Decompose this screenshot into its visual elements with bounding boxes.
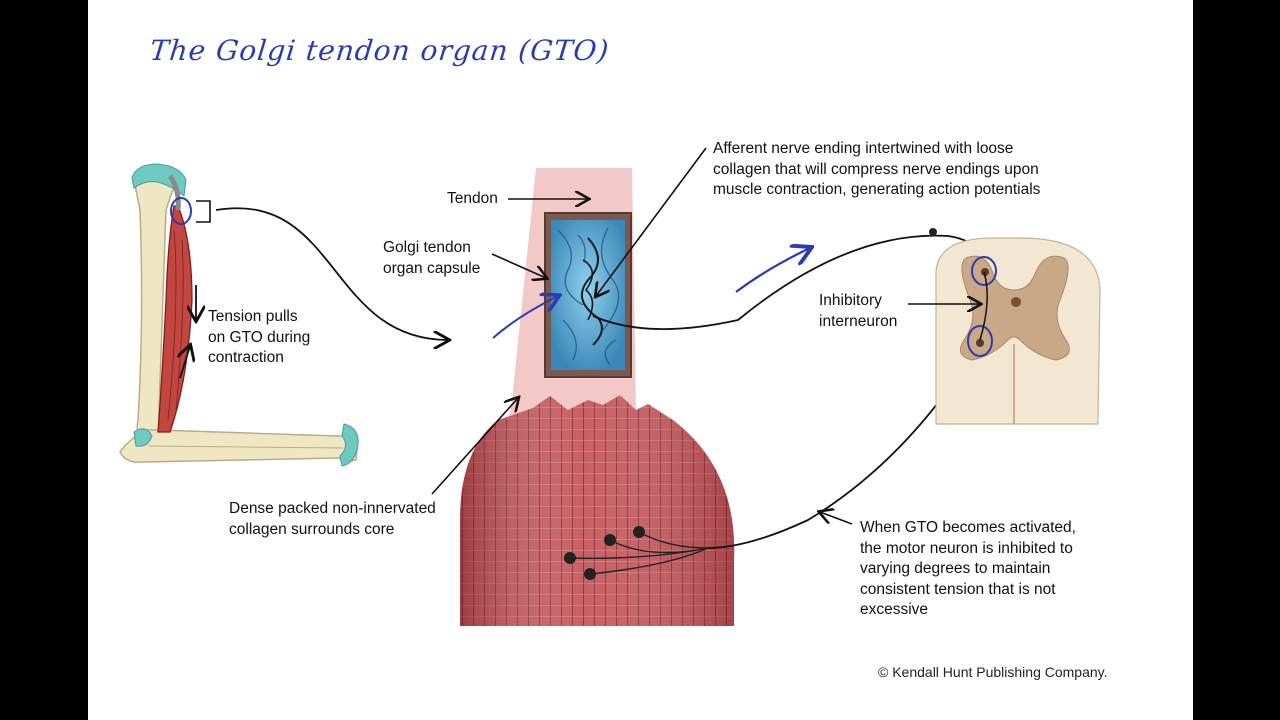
elbow-cartilage <box>133 428 153 447</box>
capsule-label-arrow <box>491 253 546 278</box>
activated-label: When GTO becomes activated, the motor ne… <box>860 519 1076 618</box>
tendon-label: Tendon <box>447 190 498 207</box>
wrist-cartilage <box>339 423 359 467</box>
activated-label-arrow <box>820 512 853 525</box>
central-canal <box>1011 297 1021 307</box>
afferent-nerve-ending <box>580 237 603 346</box>
interneuron-label: Inhibitory interneuron <box>819 292 898 330</box>
afferent-label: Afferent nerve ending intertwined with l… <box>713 140 1041 198</box>
shoulder-cartilage <box>131 163 187 197</box>
copyright-credit: © Kendall Hunt Publishing Company. <box>878 664 1108 680</box>
slide-canvas: The Golgi tendon organ (GTO) <box>88 0 1193 720</box>
signal-arrow-afferent <box>735 248 810 293</box>
spinal-cord-illustration <box>935 237 1101 425</box>
gto-capsule-core <box>551 220 625 370</box>
capsule-label: Golgi tendon organ capsule <box>383 239 481 277</box>
dense-collagen-label-arrow <box>431 398 518 495</box>
muscle-tendon-illustration <box>460 168 735 626</box>
afferent-label-arrow <box>596 147 707 296</box>
gto-illustration <box>119 147 1101 626</box>
spinal-gray-matter <box>959 255 1070 361</box>
arm-bracket <box>196 200 211 223</box>
dense-collagen-label: Dense packed non-innervated collagen sur… <box>229 500 436 538</box>
motor-neuron-circle-ventral <box>967 325 993 357</box>
signal-arrow-capsule <box>492 296 558 339</box>
arm-to-tendon-connector <box>215 207 448 340</box>
tension-label: Tension pulls on GTO during contraction <box>208 308 311 366</box>
arm-gto-circle <box>170 197 192 225</box>
interneuron-circle-dorsal <box>971 256 997 286</box>
dorsal-root-ganglion <box>929 228 937 236</box>
arm-illustration <box>119 163 359 467</box>
afferent-nerve-fiber <box>592 234 985 330</box>
tension-up-arrow <box>180 346 190 379</box>
